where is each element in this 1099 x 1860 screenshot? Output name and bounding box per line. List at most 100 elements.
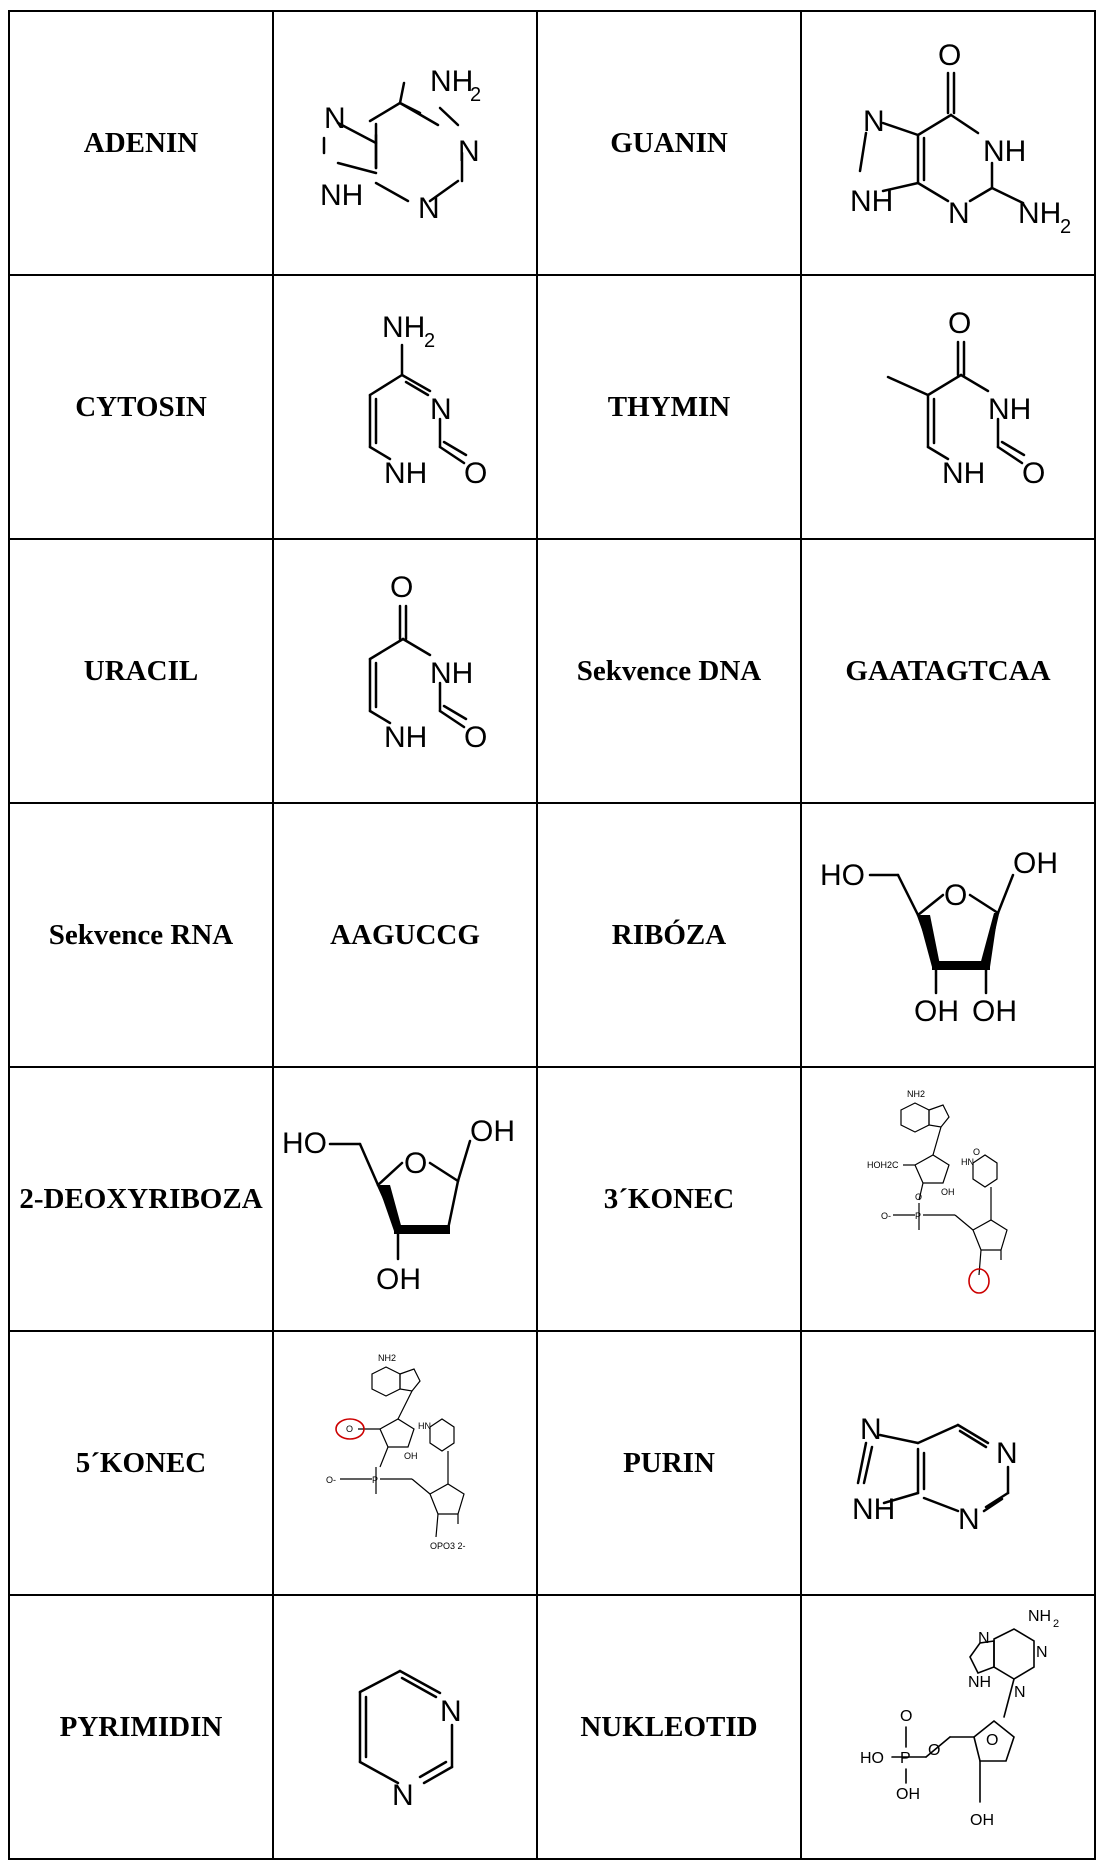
svg-text:NH: NH	[1028, 1608, 1051, 1625]
svg-text:O: O	[973, 1147, 980, 1157]
svg-text:HN: HN	[961, 1157, 974, 1167]
svg-text:N: N	[440, 1695, 462, 1728]
svg-text:NH: NH	[320, 179, 363, 212]
cell-structure-guanine: O NH N N NH NH 2	[800, 10, 1096, 276]
svg-text:NH2: NH2	[907, 1089, 925, 1099]
svg-text:N: N	[1036, 1644, 1048, 1661]
cell-structure-deoxyribose: HO O OH OH	[272, 1066, 538, 1332]
thymine-structure: O NH NH O	[886, 307, 1045, 490]
svg-text:OH: OH	[896, 1786, 920, 1803]
svg-text:NH2: NH2	[378, 1353, 396, 1363]
svg-text:NH: NH	[382, 311, 425, 344]
table-row: 2-DEOXYRIBOZA HO O OH OH 3´KONEC NH2 HOH…	[8, 1066, 1096, 1332]
svg-text:NH: NH	[1018, 197, 1061, 230]
svg-text:NH: NH	[850, 185, 893, 218]
svg-text:OH: OH	[972, 995, 1017, 1028]
table-row: 5´KONEC NH2 O OH O- P HN OPO3 2- PURIN N…	[8, 1330, 1096, 1596]
cell-label: CYTOSIN	[8, 274, 274, 540]
cell-structure-adenine: NH 2 N N N NH	[272, 10, 538, 276]
svg-text:HO: HO	[282, 1127, 327, 1160]
cell-label: Sekvence RNA	[8, 802, 274, 1068]
cell-structure-dinucleotide5: NH2 O OH O- P HN OPO3 2-	[272, 1330, 538, 1596]
svg-text:OH: OH	[970, 1812, 994, 1829]
svg-text:O: O	[464, 721, 487, 754]
cell-structure-ribose: HO O OH OH OH	[800, 802, 1096, 1068]
cell-structure-uracil: O NH NH O	[272, 538, 538, 804]
svg-text:O: O	[1022, 457, 1045, 490]
cytosine-structure: NH 2 N NH O	[368, 311, 487, 490]
svg-text:P: P	[372, 1475, 378, 1485]
pyrimidine-structure: N N	[358, 1669, 462, 1812]
svg-text:2: 2	[1053, 1618, 1059, 1630]
table-row: CYTOSIN NH 2 N NH O THYMIN O NH NH O	[8, 274, 1096, 540]
svg-text:OH: OH	[470, 1115, 515, 1148]
ribose-structure: HO O OH OH OH	[820, 847, 1058, 1028]
dinucleotide-5-end-structure: NH2 O OH O- P HN OPO3 2-	[326, 1353, 466, 1551]
cell-structure-purine: N N N NH	[800, 1330, 1096, 1596]
purine-structure: N N N NH	[852, 1413, 1018, 1536]
svg-text:O: O	[938, 39, 961, 72]
svg-text:N: N	[948, 197, 970, 230]
svg-text:N: N	[458, 135, 480, 168]
svg-text:O-: O-	[326, 1475, 336, 1485]
cell-structure-nucleotide: NH 2 N N N NH O HO P O OH O OH	[800, 1594, 1096, 1860]
svg-text:N: N	[1014, 1684, 1026, 1701]
svg-text:OPO3 2-: OPO3 2-	[430, 1541, 466, 1551]
svg-text:2: 2	[470, 84, 481, 106]
svg-text:O: O	[915, 1192, 922, 1202]
amino-label: NH	[430, 65, 473, 98]
table-row: PYRIMIDIN N N NUKLEOTID NH 2 N N N NH O …	[8, 1594, 1096, 1860]
svg-text:HOH2C: HOH2C	[867, 1160, 899, 1170]
svg-text:OH: OH	[1013, 847, 1058, 880]
svg-text:N: N	[860, 1413, 882, 1446]
svg-text:N: N	[863, 105, 885, 138]
svg-text:NH: NH	[852, 1493, 895, 1526]
deoxyribose-structure: HO O OH OH	[282, 1115, 515, 1296]
svg-text:NH: NH	[968, 1674, 991, 1691]
cell-structure-pyrimidine: N N	[272, 1594, 538, 1860]
svg-text:OH: OH	[376, 1263, 421, 1296]
svg-text:NH: NH	[988, 393, 1031, 426]
cell-label: GUANIN	[536, 10, 802, 276]
svg-text:OH: OH	[914, 995, 959, 1028]
svg-text:P: P	[900, 1750, 911, 1767]
svg-text:HO: HO	[820, 859, 865, 892]
svg-text:NH: NH	[983, 135, 1026, 168]
svg-text:NH: NH	[384, 457, 427, 490]
svg-text:HN: HN	[418, 1421, 431, 1431]
cell-label: URACIL	[8, 538, 274, 804]
cell-label: GAATAGTCAA	[800, 538, 1096, 804]
svg-text:OH: OH	[404, 1451, 418, 1461]
svg-text:2: 2	[1060, 216, 1071, 238]
table-row: ADENIN NH 2 N N N NH GUANIN O NH N N NH …	[8, 10, 1096, 276]
svg-text:O: O	[346, 1424, 353, 1434]
cell-structure-cytosine: NH 2 N NH O	[272, 274, 538, 540]
svg-text:O: O	[944, 879, 967, 912]
svg-text:N: N	[324, 102, 346, 135]
svg-text:O: O	[900, 1708, 912, 1725]
svg-text:O: O	[928, 1742, 940, 1759]
svg-text:NH: NH	[384, 721, 427, 754]
svg-text:NH: NH	[430, 657, 473, 690]
svg-text:O: O	[464, 457, 487, 490]
svg-text:N: N	[418, 192, 440, 225]
compound-table: ADENIN NH 2 N N N NH GUANIN O NH N N NH …	[8, 10, 1096, 1860]
svg-text:O: O	[390, 571, 413, 604]
svg-text:OH: OH	[941, 1187, 955, 1197]
highlight-circle	[335, 1418, 365, 1440]
svg-text:HO: HO	[860, 1750, 884, 1767]
svg-text:2: 2	[424, 330, 435, 352]
svg-text:P: P	[915, 1211, 921, 1221]
cell-label: ADENIN	[8, 10, 274, 276]
svg-text:O: O	[986, 1732, 998, 1749]
uracil-structure: O NH NH O	[368, 571, 487, 754]
cell-label: 2-DEOXYRIBOZA	[8, 1066, 274, 1332]
cell-structure-thymine: O NH NH O	[800, 274, 1096, 540]
svg-text:N: N	[996, 1437, 1018, 1470]
highlight-circle	[968, 1268, 990, 1294]
cell-label: NUKLEOTID	[536, 1594, 802, 1860]
svg-text:O-: O-	[881, 1211, 891, 1221]
svg-text:O: O	[404, 1147, 427, 1180]
nucleotide-structure: NH 2 N N N NH O HO P O OH O OH	[860, 1608, 1059, 1829]
